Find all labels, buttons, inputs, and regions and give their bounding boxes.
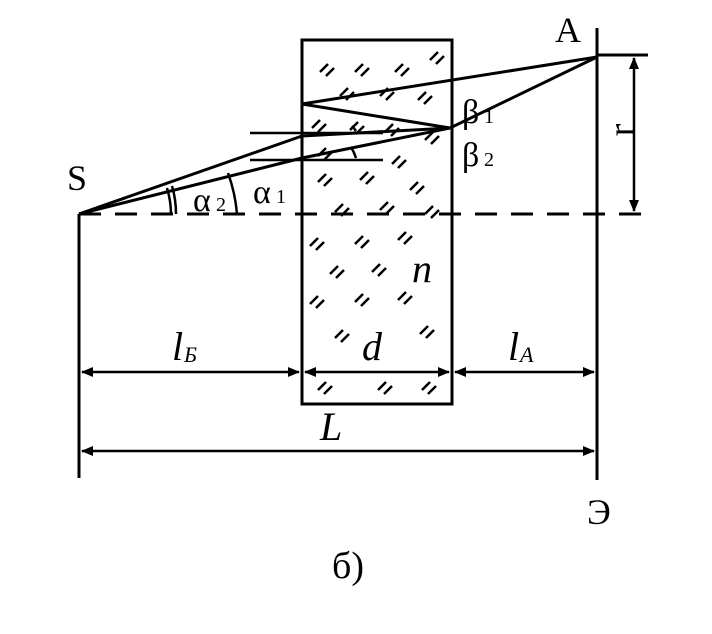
glass-hatching bbox=[309, 51, 445, 395]
label-beta2-sub: 2 bbox=[484, 149, 494, 171]
label-dist-source: l bbox=[172, 324, 183, 369]
label-point-a: A bbox=[555, 10, 581, 50]
ray-incident-1 bbox=[78, 134, 303, 216]
glass-plate bbox=[300, 38, 454, 406]
ray-incident-2 bbox=[78, 156, 303, 216]
ray-out-1 bbox=[301, 55, 598, 106]
label-beta1-sub: 1 bbox=[484, 106, 494, 128]
label-thickness: d bbox=[362, 324, 383, 369]
label-dist-screen-sub: A bbox=[518, 342, 534, 367]
label-source: S bbox=[67, 158, 87, 198]
label-alpha1-sub: 1 bbox=[276, 186, 286, 208]
ray-inside-2 bbox=[301, 126, 451, 160]
label-dist-source-sub: Б bbox=[183, 342, 197, 367]
label-total: L bbox=[319, 404, 342, 449]
label-alpha2: α bbox=[193, 182, 211, 219]
label-dist-screen: l bbox=[508, 324, 519, 369]
label-radius: r bbox=[601, 123, 643, 136]
label-beta2: β bbox=[462, 137, 479, 174]
alpha2-arc-inner bbox=[165, 187, 173, 215]
ray-inside-1b bbox=[301, 102, 451, 130]
beta2-arc bbox=[349, 146, 358, 159]
ray-out-2 bbox=[449, 55, 598, 130]
label-refractive-index: n bbox=[412, 246, 432, 291]
alpha2-arc bbox=[170, 185, 178, 215]
alpha1-arc bbox=[226, 172, 239, 215]
label-alpha1: α bbox=[253, 174, 271, 211]
label-beta1: β bbox=[462, 94, 479, 131]
label-screen: Э bbox=[587, 492, 611, 532]
figure-caption: б) bbox=[332, 545, 364, 587]
label-alpha2-sub: 2 bbox=[216, 194, 226, 216]
beta1-arc bbox=[351, 125, 358, 132]
